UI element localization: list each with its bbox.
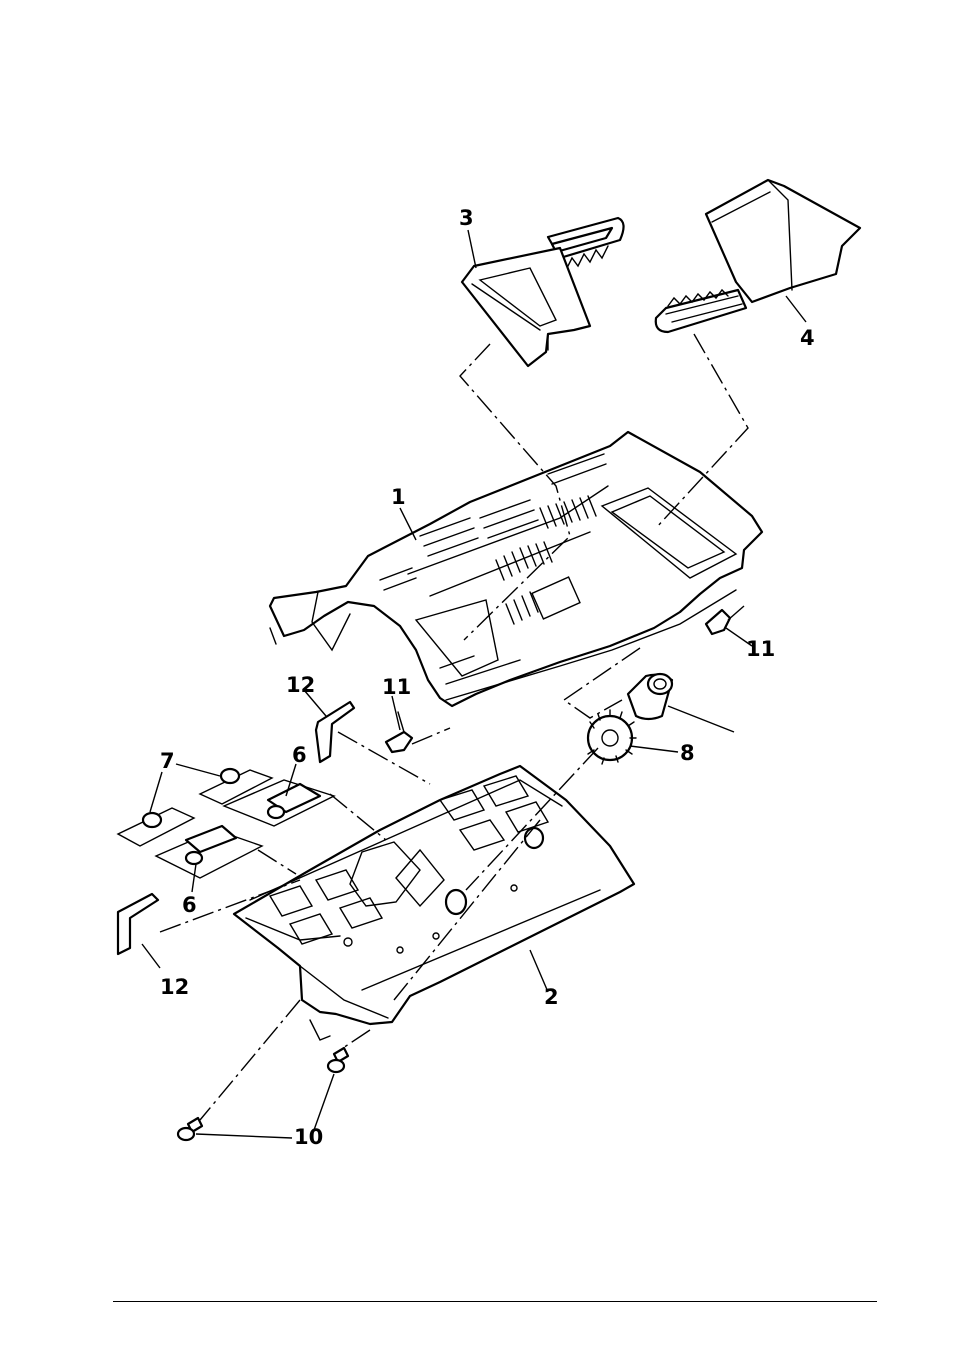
leader-8-roller: [668, 706, 734, 732]
part-11-clip-right: [706, 610, 730, 634]
part-10-screw-a: [328, 1048, 348, 1072]
part-8-gear-assembly: [588, 674, 672, 764]
leader-4: [786, 296, 806, 322]
part-11-clip-lower: [386, 712, 412, 752]
leader-10a: [314, 1074, 334, 1130]
part-4-right-paper-guide: [656, 180, 860, 332]
leader-6-lower: [192, 864, 196, 892]
callout-11-right: 11: [746, 637, 775, 661]
leader-12-lower: [142, 944, 160, 968]
part-7-pad-upper: [200, 769, 272, 804]
callout-3: 3: [459, 206, 474, 230]
callout-7: 7: [160, 749, 175, 773]
callout-1: 1: [391, 485, 406, 509]
callout-11-lower: 11: [382, 675, 411, 699]
part-7-pad-lower: [118, 808, 194, 846]
part-1-top-cover: [270, 432, 762, 706]
callout-12-lower: 12: [160, 975, 189, 999]
part-3-left-paper-guide: [462, 218, 624, 366]
callout-8: 8: [680, 741, 695, 765]
leader-7b: [150, 772, 162, 812]
leader-8: [630, 746, 678, 752]
callout-12-upper: 12: [286, 673, 315, 697]
part-10-screw-b: [178, 1118, 202, 1140]
part-6-spring-lower: [156, 826, 262, 878]
callout-10: 10: [294, 1125, 323, 1149]
footer-rule: [113, 1301, 877, 1302]
part-6-spring-upper: [224, 780, 334, 826]
leader-10b: [196, 1134, 292, 1138]
leader-7a: [176, 764, 220, 776]
leader-3: [468, 230, 476, 268]
callout-2: 2: [544, 985, 559, 1009]
callout-4: 4: [800, 326, 815, 350]
part-12-bracket-lower: [118, 894, 158, 954]
callout-6-upper: 6: [292, 743, 307, 767]
callout-6-lower: 6: [182, 893, 197, 917]
